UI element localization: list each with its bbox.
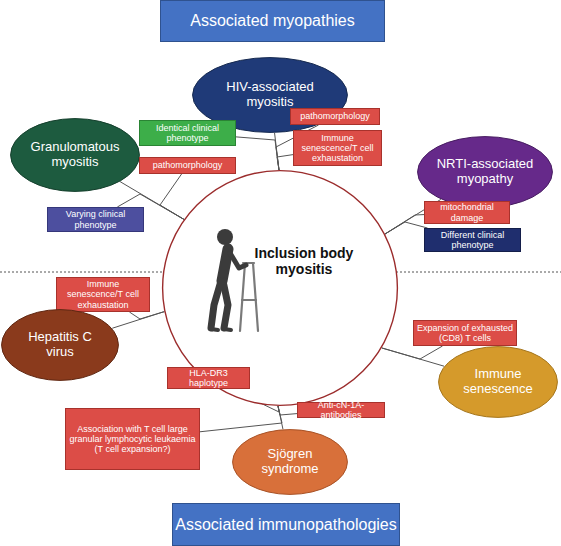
connector-line xyxy=(112,312,164,329)
condition-ellipse: Sjögren syndrome xyxy=(232,429,348,495)
person-leg xyxy=(223,281,228,328)
connector-line xyxy=(200,406,282,432)
box-label: pathomorphology xyxy=(153,160,223,170)
finding-box: Immune senescence/T cell exhaustation xyxy=(56,277,150,312)
person-foot xyxy=(211,329,218,330)
phenotype-box: Identical clinical phenotype xyxy=(139,120,236,146)
ellipse-shape xyxy=(233,430,348,495)
finding-box: Anti-cN-1A-antibodies xyxy=(297,402,385,418)
box-label: Association with T cell large granular l… xyxy=(68,424,197,454)
phenotype-box: Different clinical phenotype xyxy=(424,228,521,252)
connector-line xyxy=(278,406,297,415)
shape-label: Hepatitis C virus xyxy=(14,330,106,359)
box-label: Varying clinical phenotype xyxy=(50,209,141,229)
condition-ellipse: NRTI-associated myopathy xyxy=(417,136,553,208)
section-header: Associated immunopathologies xyxy=(172,503,400,546)
box-label: HLA-DR3 haplotype xyxy=(170,368,247,388)
section-header: Associated myopathies xyxy=(160,0,385,42)
shape-label: HIV-associated myositis xyxy=(210,80,330,109)
box-label: Expansion of exhausted (CD8) T cells xyxy=(416,323,514,343)
phenotype-box: Varying clinical phenotype xyxy=(47,207,144,232)
shape-label: Inclusion body myositis xyxy=(252,246,356,277)
box-label: pathomorphology xyxy=(300,111,370,121)
walker-frame xyxy=(240,263,258,331)
connector-line xyxy=(236,137,279,170)
connector-line xyxy=(385,215,424,234)
circle-shape xyxy=(163,171,398,406)
box-label: mitochondrial damage xyxy=(427,202,507,222)
finding-box: HLA-DR3 haplotype xyxy=(167,367,250,389)
box-label: Anti-cN-1A-antibodies xyxy=(300,400,382,420)
finding-box: pathomorphology xyxy=(139,157,236,174)
ellipse-shape xyxy=(418,137,553,208)
condition-ellipse: Granulomatous myositis xyxy=(10,118,140,192)
box-label: Associated immunopathologies xyxy=(175,516,396,534)
box-label: Identical clinical phenotype xyxy=(142,123,233,143)
shape-label: Sjögren syndrome xyxy=(244,447,336,476)
person-leg xyxy=(211,281,221,328)
ellipse-shape xyxy=(2,310,119,381)
box-label: Associated myopathies xyxy=(190,12,355,30)
person-torso xyxy=(222,249,228,281)
finding-box: mitochondrial damage xyxy=(424,201,510,224)
finding-box: pathomorphology xyxy=(290,108,380,125)
condition-ellipse: Hepatitis C virus xyxy=(1,309,119,381)
connector-line xyxy=(129,312,164,319)
connector-line xyxy=(382,346,443,359)
connector-line xyxy=(385,222,428,234)
ellipse-shape xyxy=(439,347,558,418)
condition-ellipse: Immune senescence xyxy=(438,346,558,418)
box-label: Immune senescence/T cell exhaustation xyxy=(296,133,379,163)
person-foot xyxy=(224,329,231,330)
finding-box: Immune senescence/T cell exhaustation xyxy=(293,130,382,166)
box-label: Different clinical phenotype xyxy=(427,230,518,250)
connector-line xyxy=(277,155,293,170)
person-head xyxy=(217,229,233,245)
box-label: Immune senescence/T cell exhaustation xyxy=(59,279,147,309)
ellipse-shape xyxy=(11,119,140,192)
person-arm xyxy=(230,253,246,268)
finding-box: Expansion of exhausted (CD8) T cells xyxy=(413,320,517,346)
shape-label: NRTI-associated myopathy xyxy=(426,157,544,186)
elderly-person-with-walker xyxy=(211,229,258,331)
finding-box: Association with T cell large granular l… xyxy=(65,408,200,470)
shape-label: Granulomatous myositis xyxy=(23,140,128,169)
shape-label: Immune senescence xyxy=(452,367,544,396)
